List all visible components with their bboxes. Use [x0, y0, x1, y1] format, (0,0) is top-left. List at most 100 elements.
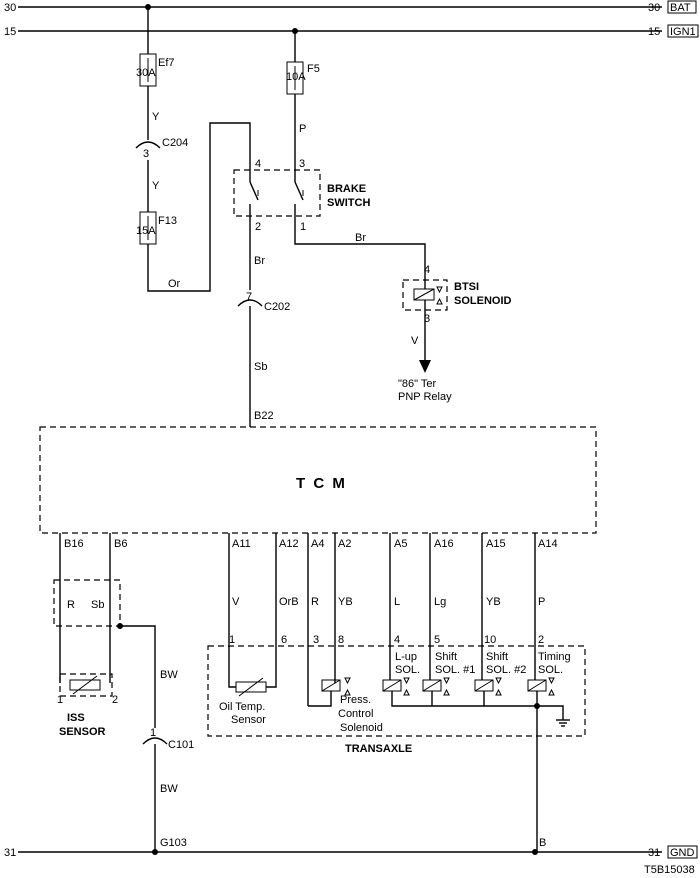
f13-rating: 15A: [136, 225, 156, 237]
brake-pin1: 1: [300, 221, 306, 233]
tcm-module: T C M B16 B6 A11 A12 A4 A2 A5 A16 A15 A1…: [39, 426, 597, 550]
btsi-dest-1: "86" Ter: [398, 378, 437, 390]
arrow-down-icon: [419, 360, 431, 373]
brake-to-tcm-wire: Br 7 C202 Sb B22: [237, 216, 290, 427]
c101-pin: 1: [150, 727, 156, 739]
tcm-pin-a4: A4: [311, 538, 324, 550]
g103-label: G103: [160, 837, 187, 849]
ground-b-label: B: [539, 837, 546, 849]
iss-sb: Sb: [91, 599, 104, 611]
brake-pin3: 3: [299, 158, 305, 170]
press-label-1: Press.: [340, 694, 371, 706]
wire-p: P: [299, 123, 306, 135]
transaxle-pin-8: 8: [338, 634, 344, 646]
iss-pin1: 1: [57, 694, 63, 706]
timing-label-2: SOL.: [538, 664, 563, 676]
f5-branch: F5 10A P: [286, 31, 320, 170]
gnd-rail-right-label: 31: [648, 847, 660, 859]
wire-bw-upper: BW: [160, 669, 178, 681]
f5-name: F5: [307, 63, 320, 75]
wire-br-left: Br: [254, 255, 265, 267]
btsi-pin4: 4: [424, 264, 430, 276]
press-label-3: Solenoid: [340, 722, 383, 734]
ign-rail-right-label: 15: [648, 26, 660, 38]
tcm-pin-a16: A16: [434, 538, 454, 550]
c202-name: C202: [264, 301, 290, 313]
transaxle-pin-2: 2: [538, 634, 544, 646]
tcm-pin-b6: B6: [114, 538, 127, 550]
c101-name: C101: [168, 739, 194, 751]
ef7-branch: Ef7 30A Y 3 C204 Y F13 15A Or: [135, 7, 251, 292]
tcm-pin-a15: A15: [486, 538, 506, 550]
ign-rail: 15 15 IGN1: [4, 24, 699, 38]
btsi-label-2: SOLENOID: [454, 295, 512, 307]
wire-lg: Lg: [434, 596, 446, 608]
brake-switch: 4 3 2 1 BRAKE SWITCH: [233, 158, 370, 233]
shift1-label-1: Shift: [435, 651, 457, 663]
oil-temp-label-1: Oil Temp.: [219, 701, 265, 713]
wire-y-upper: Y: [152, 111, 160, 123]
iss-r: R: [67, 599, 75, 611]
tcm-pin-a12: A12: [279, 538, 299, 550]
c204-pin: 3: [143, 148, 149, 160]
bat-tag: BAT: [670, 2, 691, 14]
ign-rail-left-label: 15: [4, 26, 16, 38]
iss-label-2: SENSOR: [59, 726, 106, 738]
wire-y-lower: Y: [152, 180, 160, 192]
gnd-rail: 31 31 GND: [4, 845, 698, 859]
lup-label-2: SOL.: [395, 664, 420, 676]
wire-bw-lower: BW: [160, 783, 178, 795]
bat-rail-left-label: 30: [4, 2, 16, 14]
lup-label-1: L-up: [395, 651, 417, 663]
c101-connector: [142, 737, 168, 745]
transaxle-pin-1: 1: [229, 634, 235, 646]
tcm-label: T C M: [296, 475, 347, 492]
press-diode-icon: [344, 677, 351, 696]
wire-v: V: [232, 596, 240, 608]
transaxle-pin-6: 6: [281, 634, 287, 646]
f13-name: F13: [158, 215, 177, 227]
tcm-b22: B22: [254, 410, 274, 422]
shift2-label-1: Shift: [486, 651, 508, 663]
ef7-name: Ef7: [158, 57, 175, 69]
shift2-label-2: SOL. #2: [486, 664, 526, 676]
bat-rail-right-label: 30: [648, 2, 660, 14]
brake-switch-label-2: SWITCH: [327, 197, 370, 209]
c202-connector: [237, 299, 263, 307]
tcm-transaxle-wires: V OrB R YB L Lg YB P: [228, 533, 545, 706]
tcm-pin-a14: A14: [538, 538, 558, 550]
wire-p2: P: [538, 596, 545, 608]
shield-junction-dot: [117, 623, 123, 629]
tcm-pin-a2: A2: [338, 538, 351, 550]
wire-orb: OrB: [279, 596, 299, 608]
f5-rating: 10A: [286, 71, 306, 83]
ef7-rating: 30A: [136, 67, 156, 79]
wire-yb2: YB: [486, 596, 501, 608]
press-label-2: Control: [338, 708, 373, 720]
shift1-diode-icon: [443, 677, 450, 696]
timing-diode-icon: [548, 677, 555, 696]
figure-id: T5B15038: [644, 864, 695, 876]
transaxle-pin-5: 5: [434, 634, 440, 646]
brake-pin4: 4: [255, 158, 261, 170]
c202-pin: 7: [246, 291, 252, 303]
transaxle-pin-4: 4: [394, 634, 400, 646]
wire-br-right: Br: [355, 232, 366, 244]
btsi-label-1: BTSI: [454, 281, 479, 293]
lup-diode-icon: [403, 677, 410, 696]
btsi-dest-2: PNP Relay: [398, 391, 452, 403]
btsi-diode-icon: [436, 286, 443, 305]
transaxle-pin-3: 3: [313, 634, 319, 646]
btsi-pin3: 3: [424, 313, 430, 325]
wire-yb: YB: [338, 596, 353, 608]
ign-tag: IGN1: [670, 26, 696, 38]
oil-temp-label-2: Sensor: [231, 714, 266, 726]
transaxle-pin-10: 10: [484, 634, 496, 646]
tcm-pin-a5: A5: [394, 538, 407, 550]
tcm-pin-a11: A11: [232, 538, 251, 550]
transaxle-label: TRANSAXLE: [345, 743, 412, 755]
wire-or: Or: [168, 278, 181, 290]
shift1-label-2: SOL. #1: [435, 664, 475, 676]
transaxle: 1 6 3 8 4 5 10 2 Oil Temp. Sensor Press.…: [207, 634, 586, 852]
